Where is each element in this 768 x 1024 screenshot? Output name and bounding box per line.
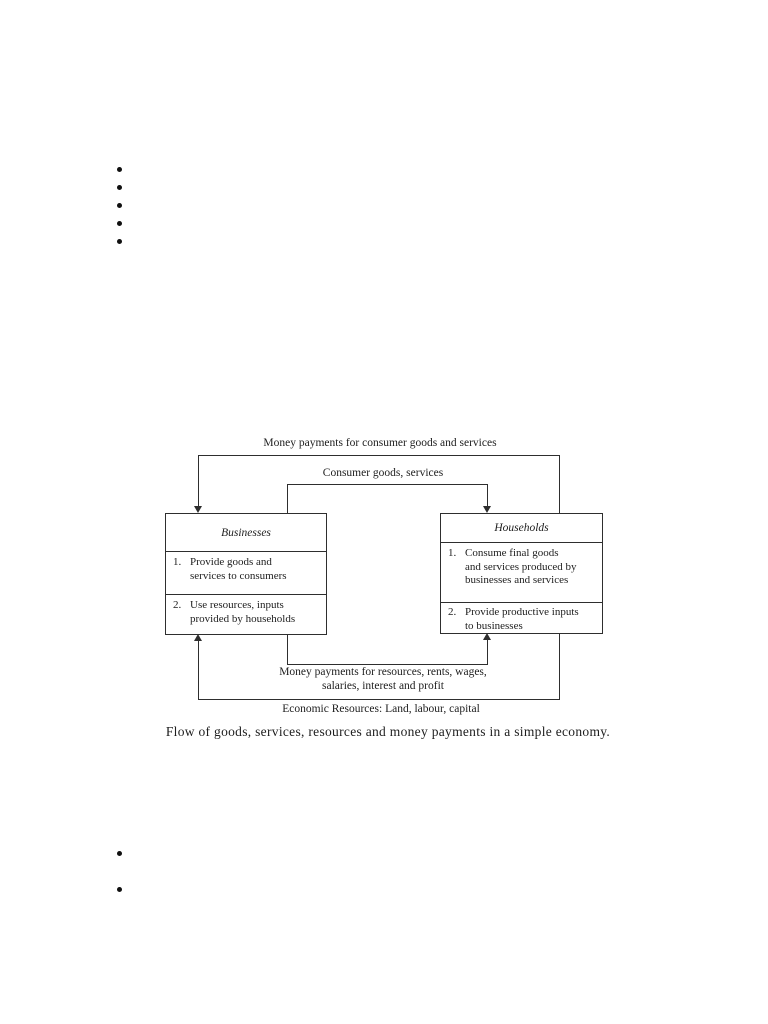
businesses-box-title: Businesses xyxy=(166,514,326,552)
households-box: Households 1. Consume final goods and se… xyxy=(440,513,603,634)
item-number: 2. xyxy=(448,606,457,618)
item-text-line: to businesses xyxy=(465,619,523,632)
item-text: Consume final goods and services produce… xyxy=(465,547,599,602)
inner-bottom-flow-label-line2: salaries, interest and profit xyxy=(322,680,444,692)
item-text-line: Consume final goods xyxy=(465,547,559,559)
item-text: Provide goods and services to consumers xyxy=(190,556,323,594)
connector-outer-top-left-vertical xyxy=(198,455,199,506)
households-item-2: 2. Provide productive inputs to business… xyxy=(441,603,602,633)
bullet-point xyxy=(117,203,122,208)
businesses-item-1: 1. Provide goods and services to consume… xyxy=(166,552,326,595)
households-box-title: Households xyxy=(441,514,602,543)
item-number: 1. xyxy=(173,556,182,568)
bullet-point xyxy=(117,851,122,856)
connector-outer-top-right-vertical xyxy=(559,455,560,513)
connector-outer-top-horizontal xyxy=(198,455,560,456)
item-text-line: businesses and services xyxy=(465,574,569,586)
arrow-down-into-businesses-icon xyxy=(194,506,202,513)
businesses-item-2: 2. Use resources, inputs provided by hou… xyxy=(166,595,326,634)
connector-inner-top-right-vertical xyxy=(487,484,488,506)
item-number: 1. xyxy=(448,547,457,559)
item-text-line: services to consumers xyxy=(190,569,287,582)
bullet-list-top xyxy=(117,167,122,244)
connector-inner-bottom-horizontal xyxy=(287,664,488,665)
connector-inner-bottom-left-vertical xyxy=(287,634,288,664)
item-text-line: provided by households xyxy=(190,612,296,625)
bullet-point xyxy=(117,239,122,244)
item-text: Provide productive inputs to businesses xyxy=(465,606,599,633)
connector-inner-top-left-vertical xyxy=(287,484,288,513)
outer-top-flow-label: Money payments for consumer goods and se… xyxy=(263,437,497,449)
bullet-point xyxy=(117,221,122,226)
item-text-line: and services produced by xyxy=(465,560,577,573)
connector-outer-bottom-horizontal xyxy=(198,699,560,700)
item-text-line: Provide goods and xyxy=(190,556,272,568)
bullet-point xyxy=(117,887,122,892)
item-text: Use resources, inputs provided by househ… xyxy=(190,599,323,634)
bullet-point xyxy=(117,185,122,190)
inner-top-flow-label: Consumer goods, services xyxy=(322,467,444,479)
arrow-down-into-households-icon xyxy=(483,506,491,513)
connector-outer-bottom-left-vertical xyxy=(198,641,199,699)
bullet-point xyxy=(117,167,122,172)
item-text-line: Use resources, inputs xyxy=(190,599,284,611)
businesses-box: Businesses 1. Provide goods and services… xyxy=(165,513,327,635)
connector-inner-bottom-right-vertical xyxy=(487,640,488,664)
connector-outer-bottom-right-vertical xyxy=(559,633,560,699)
figure-caption: Flow of goods, services, resources and m… xyxy=(165,724,611,739)
item-number: 2. xyxy=(173,599,182,611)
bullet-list-bottom xyxy=(117,851,122,892)
connector-inner-top-horizontal xyxy=(287,484,488,485)
item-text-line: Provide productive inputs xyxy=(465,606,579,618)
households-item-1: 1. Consume final goods and services prod… xyxy=(441,543,602,603)
inner-bottom-flow-label-line1: Money payments for resources, rents, wag… xyxy=(279,666,487,678)
arrow-up-into-businesses-icon xyxy=(194,634,202,641)
outer-bottom-flow-label: Economic Resources: Land, labour, capita… xyxy=(282,703,480,715)
arrow-up-into-households-icon xyxy=(483,633,491,640)
